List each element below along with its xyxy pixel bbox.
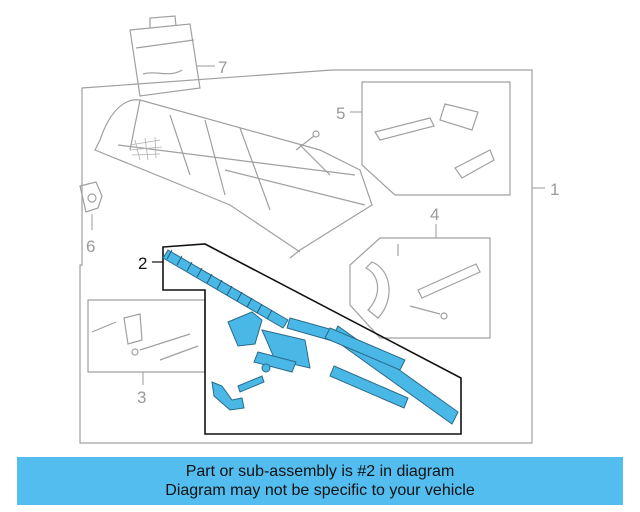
hinge-bracket-part bbox=[227, 311, 311, 373]
group-3-outline bbox=[87, 299, 206, 373]
callout-5: 5 bbox=[336, 104, 345, 123]
frame-screw-part bbox=[295, 130, 320, 151]
callout-1: 1 bbox=[550, 180, 559, 199]
group-4-outline bbox=[349, 237, 491, 339]
strut-part bbox=[286, 317, 459, 425]
bracket-parts-4 bbox=[364, 244, 481, 320]
info-banner: Part or sub-assembly is #2 in diagram Di… bbox=[17, 457, 623, 505]
callout-2: 2 bbox=[138, 254, 147, 273]
fastener-parts-3 bbox=[91, 313, 199, 361]
group-5-outline bbox=[361, 81, 511, 196]
assembly-outline bbox=[79, 69, 533, 444]
storage-bag-part bbox=[129, 15, 201, 97]
callout-6: 6 bbox=[86, 237, 95, 256]
callout-3: 3 bbox=[137, 388, 146, 407]
banner-line-2: Diagram may not be specific to your vehi… bbox=[165, 482, 475, 499]
banner-line-1: Part or sub-assembly is #2 in diagram bbox=[185, 463, 455, 480]
parts-diagram: 7 5 1 6 4 bbox=[79, 15, 559, 444]
frame-part bbox=[94, 99, 373, 259]
spring-part bbox=[162, 249, 289, 329]
spring-coils bbox=[166, 249, 273, 320]
callout-7: 7 bbox=[218, 58, 227, 77]
callout-4: 4 bbox=[430, 205, 439, 224]
lower-clip-part bbox=[211, 381, 245, 411]
bracket-parts-5 bbox=[374, 103, 495, 179]
clip-part-6 bbox=[79, 181, 103, 213]
net-part bbox=[129, 136, 163, 161]
group-2-outline bbox=[162, 243, 462, 435]
bolt-part bbox=[237, 363, 271, 393]
